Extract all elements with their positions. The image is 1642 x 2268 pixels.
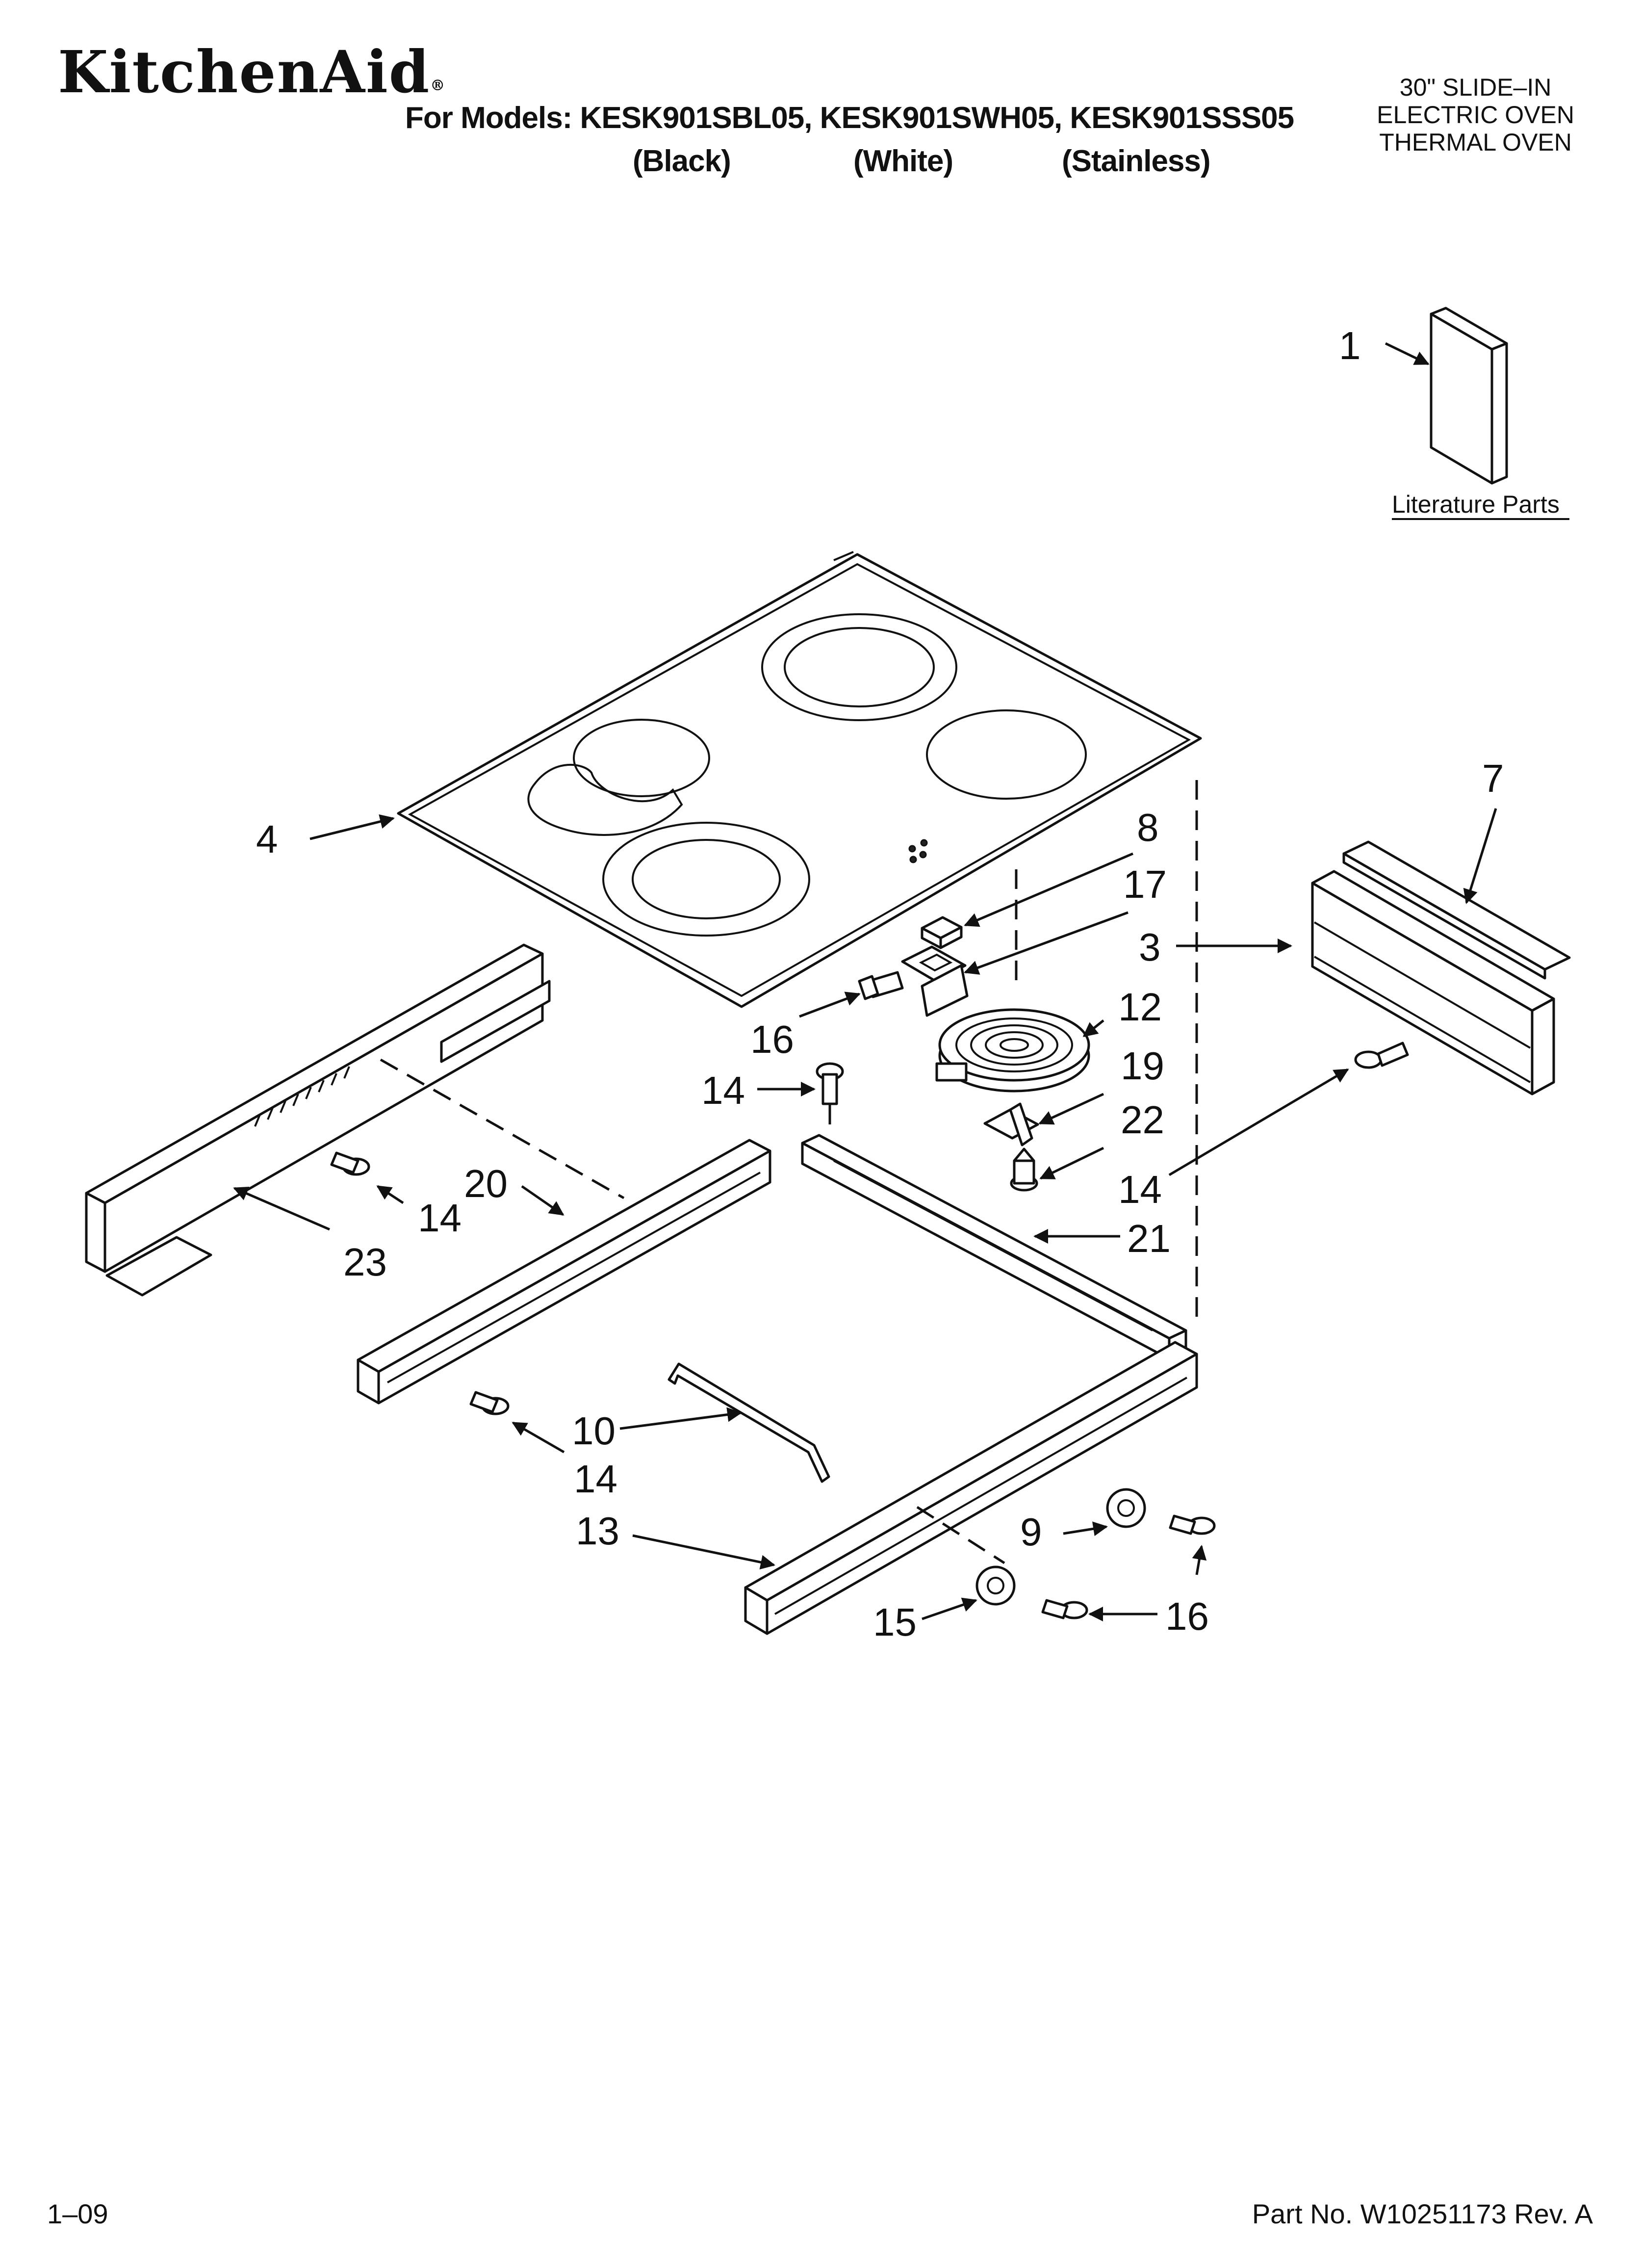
screw-14-left: [330, 1151, 370, 1176]
leader-16-upper: [799, 991, 861, 1018]
callout-3: 3: [1139, 925, 1161, 969]
left-side-bracket: [85, 943, 551, 1297]
leader-22: [1039, 1147, 1104, 1180]
leveling-leg-15: [975, 1565, 1016, 1606]
callout-1: 1: [1339, 324, 1361, 367]
appliance-type: 30" SLIDE–IN ELECTRIC OVEN THERMAL OVEN: [1377, 74, 1574, 156]
screw-14-center: [816, 1062, 844, 1105]
callout-14-left: 14: [418, 1196, 462, 1240]
leader-16-right: [1192, 1545, 1207, 1575]
assembly-guide-front: [916, 1506, 1005, 1564]
models-line: For Models: KESK901SBL05, KESK901SWH05, …: [405, 101, 1294, 135]
vent-slots: [254, 1066, 350, 1127]
leader-7: [1463, 808, 1497, 904]
mounting-bracket: [901, 945, 969, 1017]
callout-14-center: 14: [701, 1069, 745, 1112]
bridge-element-outline: [527, 763, 683, 836]
leveling-leg-9: [1106, 1488, 1146, 1528]
front-lower-rail: [744, 1341, 1198, 1635]
callout-20: 20: [464, 1162, 508, 1205]
burner-ring-left: [573, 719, 710, 797]
callout-7: 7: [1482, 756, 1504, 800]
callout-21: 21: [1127, 1217, 1171, 1260]
variant-black: (Black): [633, 144, 731, 178]
literature-booklet: [1430, 307, 1508, 485]
callout-14-lower: 14: [574, 1457, 617, 1501]
leader-20: [521, 1185, 564, 1216]
literature-label: Literature Parts: [1392, 491, 1560, 518]
leader-23: [233, 1186, 330, 1231]
center-support-rail: [801, 1134, 1187, 1360]
cooktop-glass: [397, 551, 1202, 1008]
radiant-element: [935, 1008, 1090, 1093]
callout-4: 4: [256, 817, 278, 861]
brand-name: KitchenAid: [58, 38, 431, 106]
callout-13: 13: [576, 1509, 619, 1553]
appliance-type-line-3: THERMAL OVEN: [1379, 129, 1572, 156]
registered-mark: ®: [430, 77, 446, 94]
brand-logo: KitchenAid®: [58, 43, 446, 101]
callout-16-upper: 16: [750, 1017, 794, 1061]
callout-19: 19: [1121, 1044, 1164, 1088]
callout-22: 22: [1121, 1098, 1164, 1142]
leader-1: [1385, 342, 1430, 365]
part-number: Part No. W10251173 Rev. A: [1252, 2198, 1593, 2229]
callout-15: 15: [873, 1600, 917, 1644]
leader-12: [1082, 1019, 1104, 1037]
leader-8: [964, 852, 1133, 927]
revision-date: 1–09: [47, 2198, 108, 2229]
burner-ring-rear-right: [761, 613, 957, 721]
leader-19: [1038, 1093, 1104, 1125]
burner-ring-front: [602, 822, 810, 937]
callout-17: 17: [1123, 862, 1167, 906]
leader-10: [619, 1407, 742, 1430]
callout-16-lower: 16: [1165, 1594, 1209, 1638]
screw-14-lower: [469, 1391, 510, 1415]
callout-12: 12: [1118, 985, 1162, 1029]
screw-22: [1010, 1147, 1038, 1192]
appliance-type-line-2: ELECTRIC OVEN: [1377, 101, 1574, 129]
leader-17: [964, 911, 1129, 975]
callout-8: 8: [1137, 806, 1159, 849]
rear-trim-strip: [1342, 840, 1571, 980]
rear-bracket: [1311, 870, 1555, 1095]
leader-4: [309, 814, 395, 840]
callout-14-right: 14: [1118, 1168, 1162, 1211]
leader-13: [632, 1534, 775, 1570]
callout-9: 9: [1020, 1510, 1042, 1554]
leader-15: [922, 1597, 977, 1620]
leader-9: [1063, 1521, 1108, 1537]
front-rail: [357, 1139, 771, 1405]
leader-14-right: [1168, 1068, 1349, 1176]
drawer-handle-bracket: [667, 1362, 830, 1483]
element-clip: [983, 1102, 1039, 1147]
burner-ring-right: [926, 709, 1087, 800]
variant-white: (White): [853, 144, 953, 178]
screw-16-right: [1169, 1514, 1216, 1535]
screw-16-upper: [858, 971, 904, 1000]
leader-14-lower: [512, 1421, 565, 1454]
terminal-block: [921, 916, 963, 949]
callout-10: 10: [572, 1409, 616, 1453]
screw-14-right: [1354, 1042, 1409, 1069]
callout-23: 23: [343, 1240, 387, 1284]
variant-stainless: (Stainless): [1062, 144, 1211, 178]
leader-14-left: [376, 1185, 404, 1204]
assembly-guide-left: [380, 1058, 625, 1199]
screw-16-lower: [1041, 1599, 1088, 1619]
appliance-type-line-1: 30" SLIDE–IN: [1399, 74, 1552, 101]
